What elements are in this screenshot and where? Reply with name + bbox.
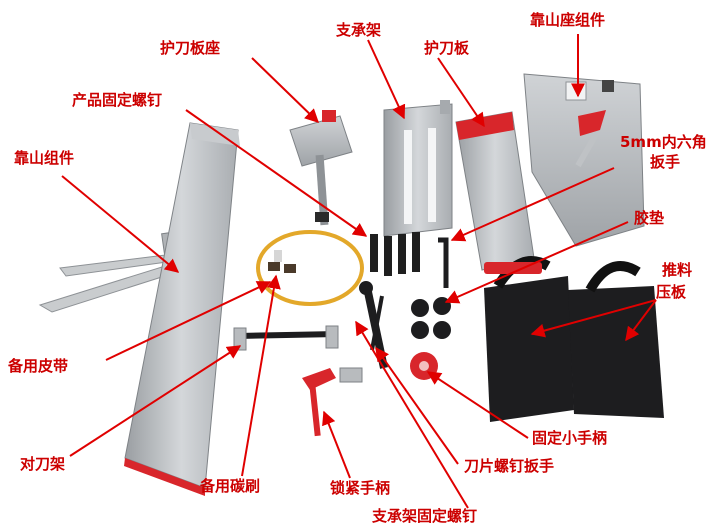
product-fixing-screws [370,232,420,276]
label-blade-setter: 对刀架 [20,455,66,473]
fence-assembly-beam [124,122,240,496]
arrow-knife-guard-seat [251,57,320,123]
label-locking-handle: 锁紧手柄 [330,479,391,497]
push-blocks [484,256,664,422]
arrow-blade-screw-wrench [375,346,459,465]
label-support-frame: 支承架 [336,21,382,39]
label-hex-wrench-line1: 5mm内六角 [620,133,707,151]
arrow-blade-setter [69,345,242,457]
arrow-push-block-1 [530,299,657,338]
arrow-hex-wrench [450,167,615,242]
leader-lines [61,34,657,509]
label-push-block-line1: 推料 [662,261,693,279]
label-hex-wrench-line2: 扳手 [650,153,681,171]
arrow-spare-belt [105,281,272,361]
rubber-pads [411,297,451,339]
label-rubber-pad: 胶垫 [634,209,665,227]
arrow-locking-handle [322,410,351,479]
label-fence-seat-assembly: 靠山座组件 [530,11,606,29]
arrow-push-block-2 [625,299,657,342]
label-spare-carbon-brush: 备用碳刷 [200,477,261,495]
arrow-knife-guard [437,57,485,128]
support-frame-part [383,100,453,237]
locking-handle-part [302,367,363,437]
arrow-spare-carbon-brush [241,274,281,477]
arrow-rubber-pad [444,221,629,304]
label-product-fixing-screw: 产品固定螺钉 [72,91,163,109]
arrow-fixing-small-handle [426,371,529,439]
arrow-support-frame-fixing-screw [355,320,469,509]
spare-belt-part [256,230,364,306]
label-fence-assembly: 靠山组件 [14,149,75,167]
arrow-product-fixing-screw [185,109,368,237]
fence-seat-assembly-part [523,73,645,247]
label-knife-guard: 护刀板 [424,39,470,57]
label-support-frame-fixing-screw: 支承架固定螺钉 [372,507,478,525]
knife-guard-part [455,111,535,271]
label-push-block-line2: 压板 [656,283,687,301]
hex-wrench-part [438,237,449,288]
blade-setter-part [233,325,339,351]
label-knife-guard-seat: 护刀板座 [160,39,221,57]
arrow-support-frame [367,39,406,120]
arrow-fence-assembly [61,175,180,273]
knife-guard-seat-part [289,110,353,226]
label-fixing-small-handle: 固定小手柄 [532,429,608,447]
label-blade-screw-wrench: 刀片螺钉扳手 [464,457,555,475]
label-spare-belt: 备用皮带 [8,357,69,375]
